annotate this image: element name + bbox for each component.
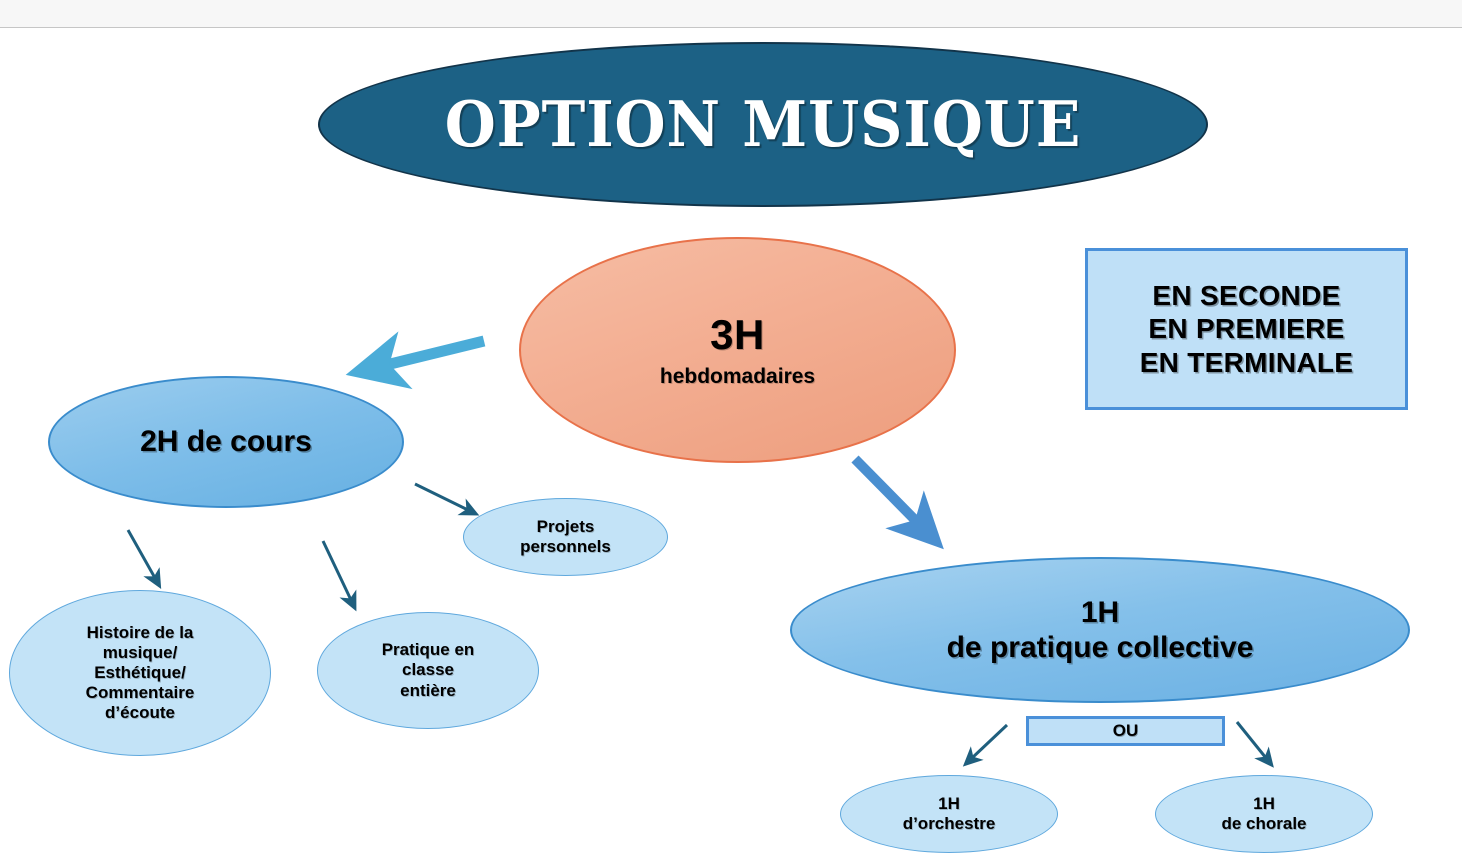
- title-ellipse: OPTION MUSIQUE: [318, 42, 1208, 207]
- histoire-line1: Histoire de la: [86, 622, 194, 642]
- ou-connector-box: OU: [1026, 716, 1225, 746]
- page-title: OPTION MUSIQUE: [444, 87, 1082, 162]
- level-seconde: EN SECONDE: [1152, 280, 1341, 312]
- collective-label: de pratique collective: [946, 631, 1254, 664]
- pratique-classe-ellipse: Pratique en classe entière: [317, 612, 539, 729]
- chorale-line1: 1H: [1253, 793, 1275, 813]
- arrow-collective-to-orchestre: [962, 723, 1009, 767]
- cours-ellipse: 2H de cours: [48, 376, 404, 508]
- collective-ellipse: 1H de pratique collective: [790, 557, 1410, 703]
- arrow-collective-to-chorale: [1235, 721, 1274, 768]
- browser-top-strip: [0, 0, 1462, 28]
- projets-line2: personnels: [520, 537, 611, 556]
- arrow-cours-to-pratique-classe: [321, 540, 357, 612]
- histoire-line4: Commentaire: [85, 683, 195, 703]
- collective-hours: 1H: [1080, 595, 1120, 629]
- chorale-line2: de chorale: [1221, 814, 1307, 833]
- histoire-line5: d’écoute: [105, 703, 175, 723]
- ou-label: OU: [1112, 720, 1139, 740]
- cours-label: 2H de cours: [140, 425, 312, 459]
- hours-frequency: hebdomadaires: [659, 365, 816, 389]
- pratique-line1: Pratique en: [381, 640, 475, 660]
- levels-box: EN SECONDE EN PREMIERE EN TERMINALE: [1085, 248, 1408, 410]
- histoire-ellipse: Histoire de la musique/ Esthétique/ Comm…: [9, 590, 271, 756]
- orchestre-line1: 1H: [938, 793, 960, 813]
- pratique-line2: classe: [402, 660, 454, 680]
- chorale-ellipse: 1H de chorale: [1155, 775, 1373, 853]
- pratique-line3: entière: [400, 680, 456, 700]
- histoire-line2: musique/: [102, 642, 178, 662]
- arrow-hours-to-collective: [851, 455, 944, 550]
- level-premiere: EN PREMIERE: [1148, 313, 1345, 345]
- hours-ellipse: 3H hebdomadaires: [519, 237, 956, 463]
- level-terminale: EN TERMINALE: [1139, 346, 1354, 378]
- projets-line1: Projets: [536, 516, 595, 536]
- arrow-cours-to-projets: [414, 482, 480, 516]
- arrow-hours-to-cours: [345, 331, 486, 390]
- orchestre-ellipse: 1H d’orchestre: [840, 775, 1058, 853]
- projets-ellipse: Projets personnels: [463, 498, 668, 576]
- orchestre-line2: d’orchestre: [902, 814, 996, 833]
- arrow-cours-to-histoire: [126, 529, 162, 589]
- histoire-line3: Esthétique/: [94, 662, 186, 682]
- hours-amount: 3H: [710, 310, 765, 358]
